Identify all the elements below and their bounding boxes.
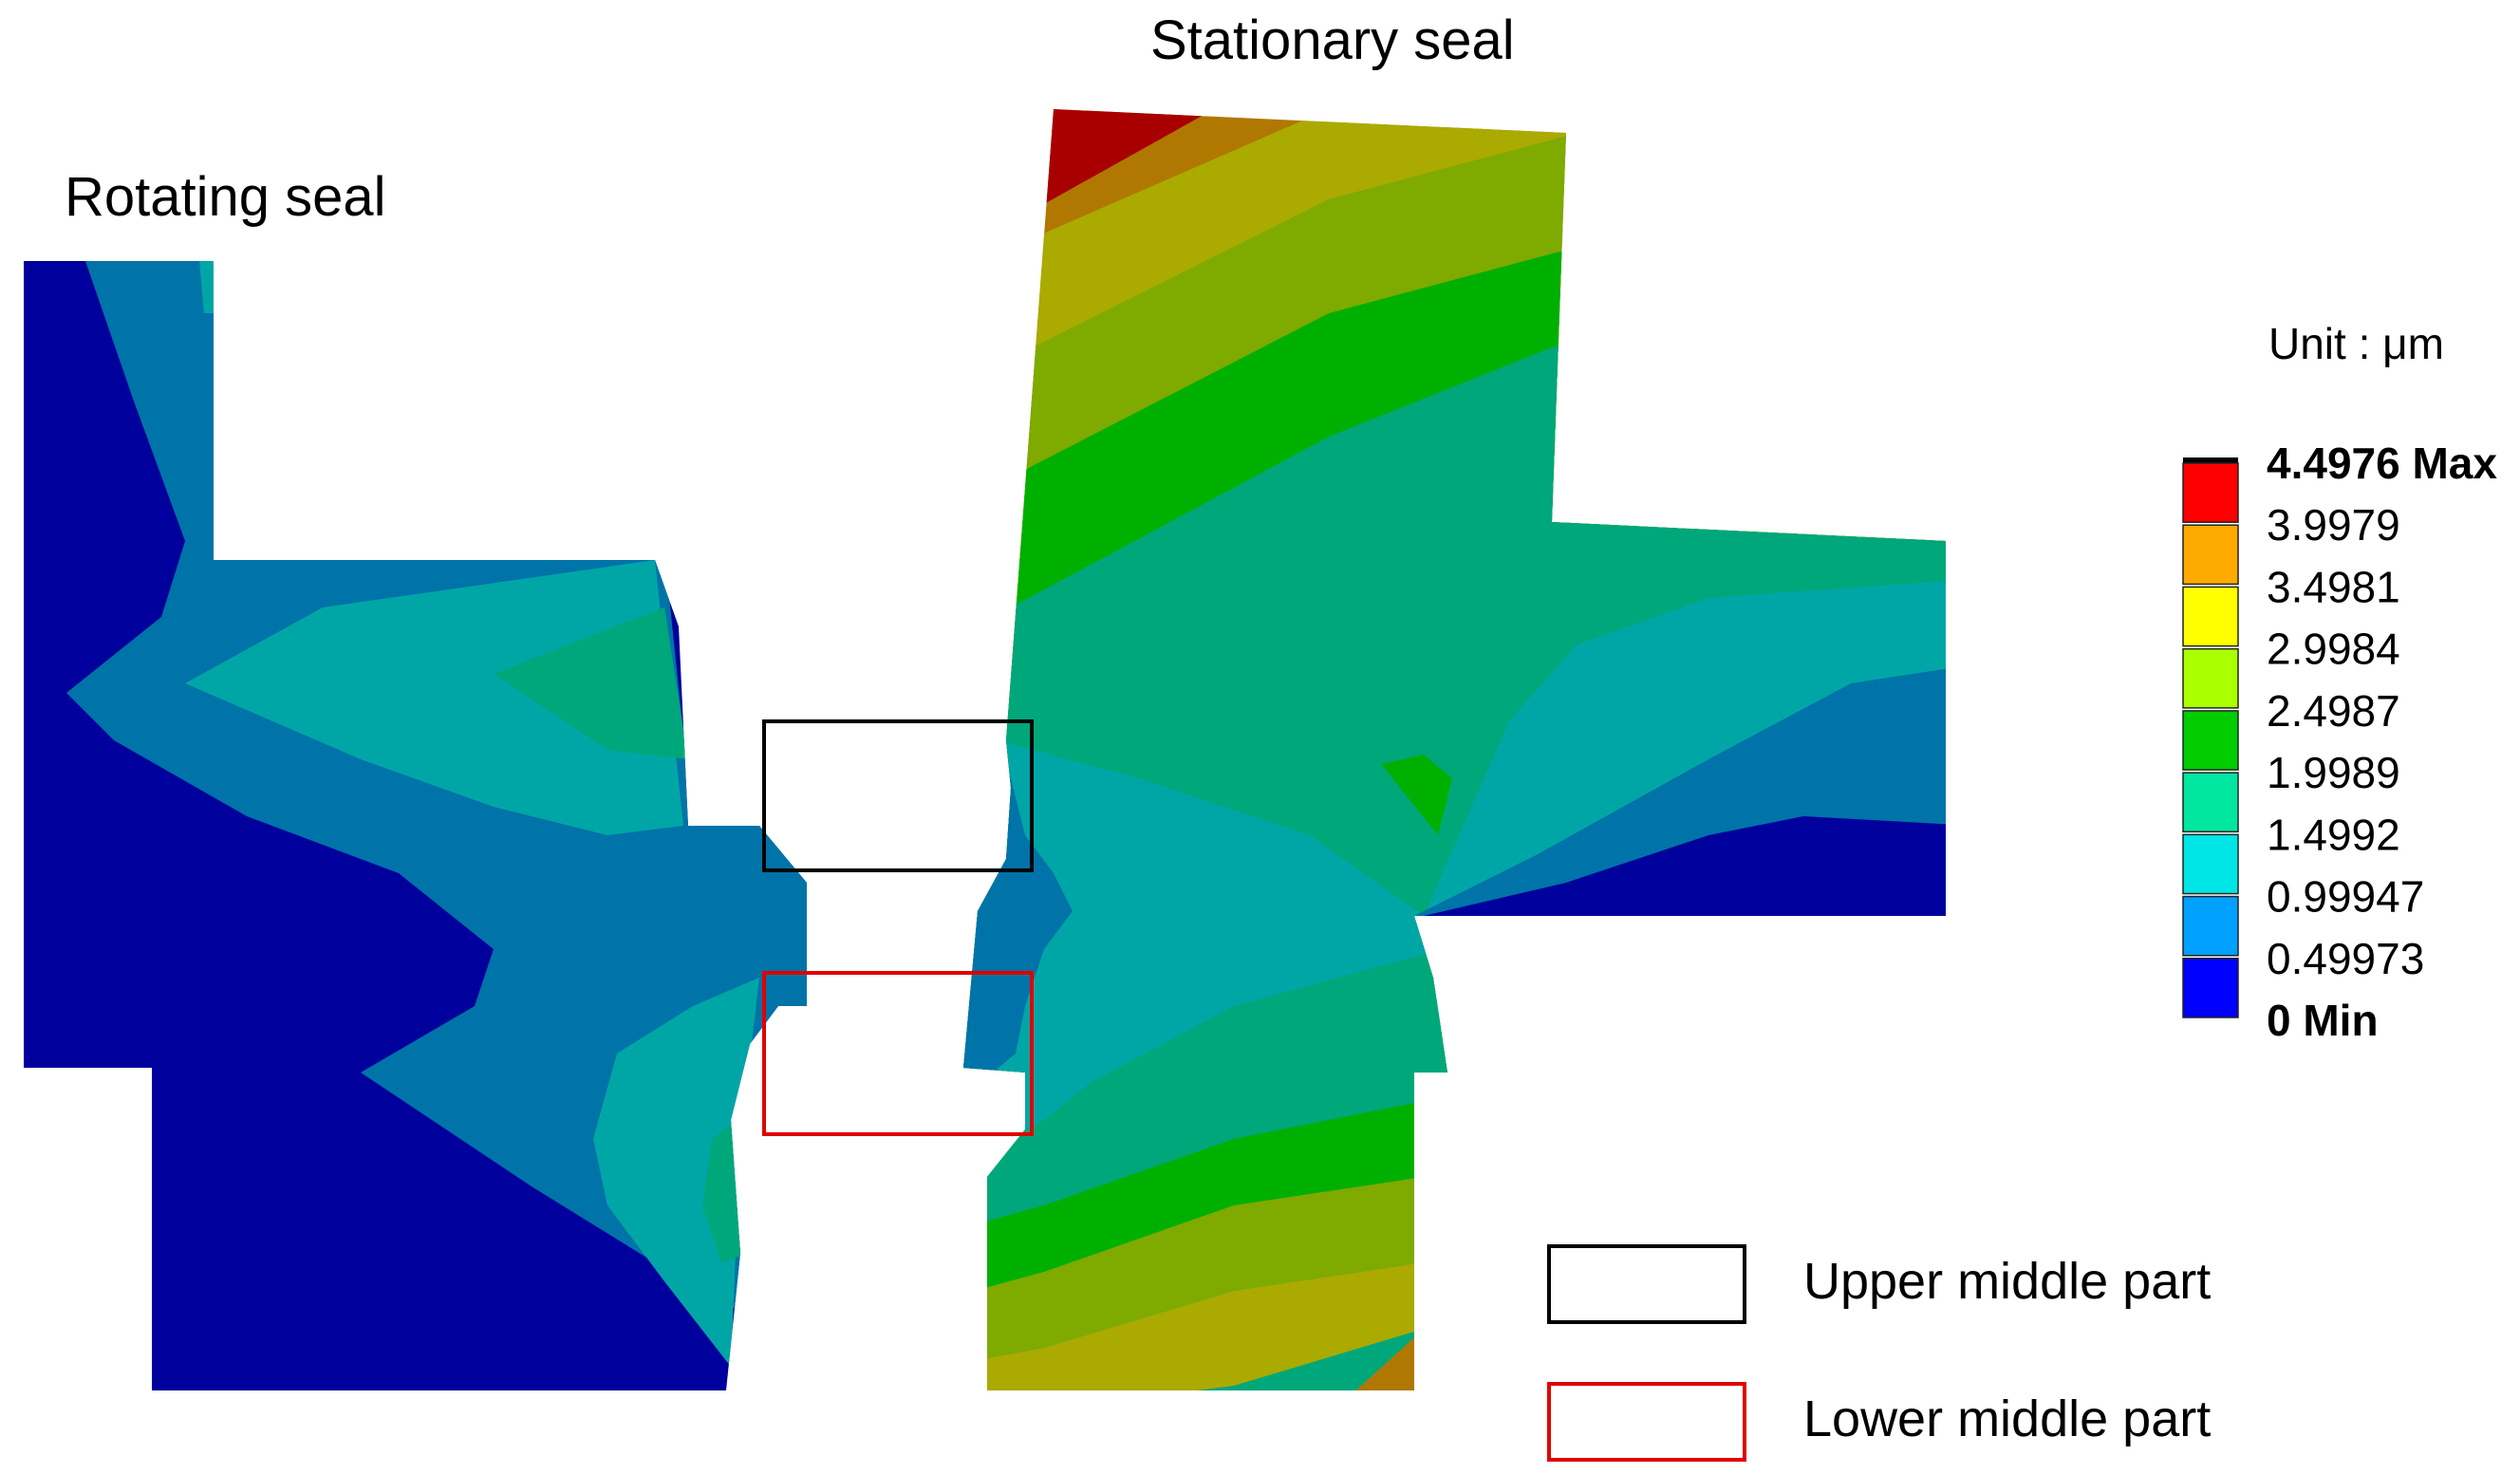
colorbar-swatch [2182,895,2239,957]
colorbar-tick-label: 2.9984 [2267,625,2400,674]
rotating-seal-label: Rotating seal [65,166,386,228]
rotating-band-teal-sliver [199,261,218,313]
colorbar-tick-label: 0.49973 [2267,934,2424,983]
rotating-band-teal-upper [185,560,683,835]
rotating-band-teal-lower [593,978,759,1367]
colorbar-swatch [2182,586,2239,647]
rotating-band-green-upper [494,607,688,759]
legend-label-lower: Lower middle part [1803,1390,2211,1447]
colorbar-tick-label: 4.4976 Max [2267,438,2497,488]
stationary-face-gap [944,859,973,906]
colorbar-tick-label: 1.9989 [2267,748,2400,797]
colorbar-tick-label: 3.9979 [2267,500,2400,550]
colorbar-unit-label: Unit : μm [2268,319,2444,368]
colorbar-tick-labels: 4.4976 Max 3.9979 3.4981 2.9984 2.4987 1.9989… [2267,438,2497,1045]
legend-label-upper: Upper middle part [1803,1253,2211,1310]
stationary-band-green-spot [1381,755,1452,835]
stationary-band-yellowolive-lower [963,1262,1424,1390]
upper-middle-part-box [762,719,1034,872]
legend-swatch-lower [1547,1382,1746,1462]
colorbar-tick-label: 0.99947 [2267,872,2424,922]
legend: Upper middle part Lower middle part [1547,1244,2211,1462]
rotating-seal-body [24,261,807,1390]
stationary-band-darkred-corner [1044,109,1205,204]
colorbar-swatch [2182,710,2239,771]
colorbar-tick-label: 3.4981 [2267,562,2400,611]
colorbar-swatch [2182,524,2239,586]
lower-middle-part-box [762,971,1034,1136]
colorbar: Unit : μm 4.4976 Max 3.9979 3.4981 2.9984 2.… [2182,319,2497,1045]
stationary-band-navy-right [1424,816,1946,949]
colorbar-swatch [2182,772,2239,833]
stationary-band-seagreen-lower [963,968,1462,1234]
colorbar-swatch [2182,462,2239,523]
stationary-band-teal-core [963,579,1946,1177]
stationary-band-green-lower [963,1101,1424,1300]
colorbar-max-cap [2183,457,2238,465]
colorbar-swatch [2182,647,2239,709]
legend-swatch-upper [1547,1244,1746,1324]
colorbar-tick-label: 0 Min [2267,996,2379,1045]
stationary-seal-body [963,109,1946,1390]
colorbar-tick-label: 1.4992 [2267,810,2400,859]
stationary-band-olive-lower [963,1177,1424,1367]
stationary-band-ochre-corner [1319,1329,1424,1390]
colorbar-swatches [2182,457,2239,1018]
stationary-seal-label: Stationary seal [1150,9,1515,71]
colorbar-tick-label: 2.4987 [2267,686,2400,736]
colorbar-swatch [2182,958,2239,1018]
colorbar-swatch [2182,833,2239,895]
